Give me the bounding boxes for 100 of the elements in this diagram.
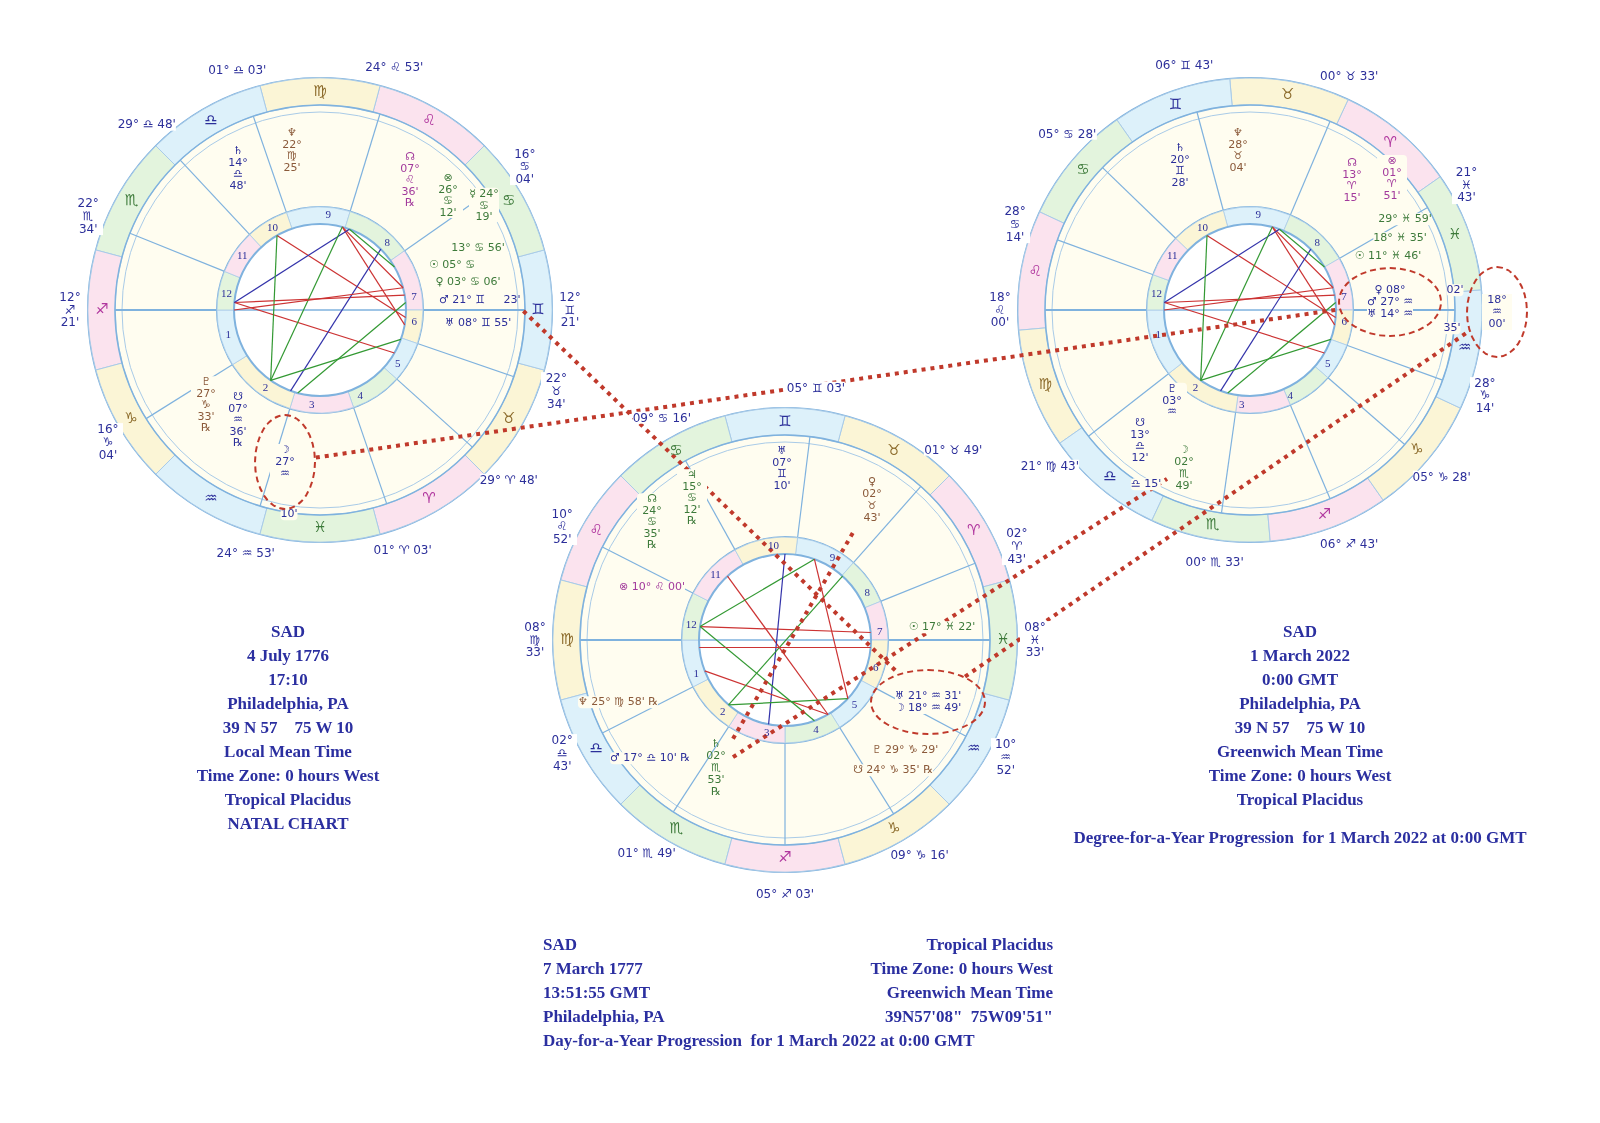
planet-position-label: ♎ 15' xyxy=(1130,478,1162,490)
cusp-degree-label: 06° ♊ 43' xyxy=(1155,58,1214,71)
cusp-degree-label: 01° ♏ 49' xyxy=(617,846,676,860)
planet-position-label: ♂ 17° ♎ 10' ℞ xyxy=(609,752,691,764)
planet-position-label: ♅ 08° ♊ 55' xyxy=(444,317,512,329)
house-number: 2 xyxy=(719,705,726,718)
cusp-degree-label: 05° ♊ 03' xyxy=(786,381,846,395)
cusp-degree-label: 24° ♒ 53' xyxy=(216,546,275,560)
zodiac-sign-glyph: ♐ xyxy=(1317,506,1332,523)
cusp-degree-label: 24° ♌ 53' xyxy=(365,60,424,74)
chart-info-text: 39N57'08" 75W09'51" xyxy=(884,1008,1053,1026)
house-number: 8 xyxy=(864,586,870,599)
zodiac-sign-glyph: ♍ xyxy=(1038,376,1052,393)
cusp-degree-label: 05° ♋ 28' xyxy=(1038,127,1097,140)
house-number: 9 xyxy=(829,551,836,564)
house-number: 7 xyxy=(876,625,883,638)
degree-label: ♀ 02° ♉ 43' xyxy=(857,467,887,533)
house-number: 10 xyxy=(267,221,278,234)
house-number: 4 xyxy=(813,724,819,736)
house-number: 1 xyxy=(225,328,231,341)
zodiac-sign-glyph: ♌ xyxy=(422,113,436,130)
chart-info-text: Philadelphia, PA xyxy=(543,1008,665,1026)
zodiac-sign-glyph: ♊ xyxy=(531,302,545,318)
cusp-degree-label: 06° ♐ 43' xyxy=(1320,537,1379,551)
house-number: 2 xyxy=(1192,382,1199,394)
planet-position-label: 13° ♋ 56' xyxy=(451,242,505,254)
planet-position-label: 10' xyxy=(280,508,298,520)
chart-info-text: Philadelphia, PA xyxy=(1239,695,1361,713)
zodiac-sign-glyph: ♎ xyxy=(589,741,603,757)
house-number: 11 xyxy=(236,249,248,262)
house-number: 2 xyxy=(262,382,269,394)
planet-position-label: ☉ 17° ♓ 22' xyxy=(908,621,976,633)
zodiac-sign-glyph: ♓ xyxy=(313,520,327,536)
planet-position-label: 29° ♓ 59' xyxy=(1378,213,1432,225)
house-number: 5 xyxy=(851,699,858,711)
zodiac-sign-glyph: ♒ xyxy=(1457,339,1472,356)
highlight-ellipse xyxy=(1338,267,1442,337)
house-number: 12 xyxy=(220,287,232,300)
house-number: 1 xyxy=(1155,328,1161,341)
house-number: 7 xyxy=(1341,291,1347,303)
planet-position-label: 18° ♓ 35' xyxy=(1373,232,1427,244)
house-number: 3 xyxy=(1238,398,1245,411)
zodiac-sign-glyph: ♍ xyxy=(313,84,327,100)
chart-info-text: SAD xyxy=(543,936,577,954)
chart-info-text: Tropical Placidus xyxy=(224,791,352,809)
cusp-degree-label: 08° ♓ 33' xyxy=(1020,621,1050,659)
zodiac-sign-glyph: ♏ xyxy=(669,820,683,837)
cusp-degree-label: 29° ♎ 48' xyxy=(117,117,176,131)
planet-position-label: ☿ 24° ♋ 19' xyxy=(469,187,499,223)
zodiac-sign-glyph: ♌ xyxy=(589,523,603,539)
zodiac-sign-glyph: ♏ xyxy=(1205,516,1219,533)
chart-info-text: NATAL CHART xyxy=(227,815,349,833)
house-number: 9 xyxy=(325,209,331,222)
degree-label: ♄ 02° ♏ 53' ℞ xyxy=(701,732,731,804)
zodiac-sign-glyph: ♑ xyxy=(1410,442,1424,458)
house-number: 5 xyxy=(1325,358,1331,371)
zodiac-sign-glyph: ♏ xyxy=(124,193,138,209)
zodiac-sign-glyph: ♎ xyxy=(1103,469,1117,485)
cusp-degree-label: 29° ♈ 48' xyxy=(479,473,538,487)
chart-info-text: 39 N 57 75 W 10 xyxy=(222,719,354,737)
zodiac-sign-glyph: ♉ xyxy=(887,443,901,460)
zodiac-sign-glyph: ♋ xyxy=(669,443,683,460)
zodiac-sign-glyph: ♓ xyxy=(996,632,1010,648)
zodiac-sign-glyph: ♈ xyxy=(422,490,436,507)
degree-label: 23' xyxy=(499,291,525,309)
zodiac-sign-glyph: ♋ xyxy=(1076,162,1090,178)
house-number: 7 xyxy=(411,291,417,303)
zodiac-sign-glyph: ♐ xyxy=(778,850,792,866)
zodiac-sign-glyph: ♊ xyxy=(778,414,792,430)
highlight-ellipse xyxy=(870,669,986,735)
degree-label: 18° ♒ 00' xyxy=(1482,293,1512,331)
house-number: 8 xyxy=(384,237,390,249)
house-number: 10 xyxy=(1197,221,1208,234)
zodiac-sign-glyph: ♓ xyxy=(1448,227,1462,244)
planet-position-label: 02' xyxy=(1446,284,1464,296)
cusp-degree-label: 05° ♐ 03' xyxy=(755,887,815,901)
zodiac-sign-glyph: ♒ xyxy=(967,741,981,757)
cusp-degree-label: 01° ♎ 03' xyxy=(208,63,267,77)
chart-info-text: 1 March 2022 xyxy=(1250,647,1350,665)
degree-label: ☽ 02° ♏ 49' xyxy=(1169,439,1199,497)
planet-position-label: 35' xyxy=(1443,322,1461,334)
chart-info-text: Greenwich Mean Time xyxy=(886,984,1053,1002)
zodiac-sign-glyph: ♊ xyxy=(1168,97,1183,113)
cusp-degree-label: 01° ♈ 03' xyxy=(373,543,432,557)
zodiac-sign-glyph: ♉ xyxy=(502,411,516,427)
planet-position-label: ☋ 24° ♑ 35' ℞ xyxy=(853,764,933,776)
zodiac-sign-glyph: ♉ xyxy=(1281,87,1295,104)
chart-info-text: Local Mean Time xyxy=(224,743,352,761)
cusp-degree-label: 00° ♏ 33' xyxy=(1185,555,1244,568)
house-number: 6 xyxy=(1341,315,1348,328)
chart-info-text: Greenwich Mean Time xyxy=(1216,743,1384,761)
house-number: 10 xyxy=(767,539,779,552)
house-number: 4 xyxy=(357,390,363,402)
planet-position-label: ☉ 11° ♓ 46' xyxy=(1354,250,1422,262)
chart-info-text: 17:10 xyxy=(268,671,308,689)
zodiac-sign-glyph: ♒ xyxy=(204,490,218,507)
zodiac-sign-glyph: ♋ xyxy=(502,193,516,209)
zodiac-sign-glyph: ♌ xyxy=(1028,264,1042,280)
chart-info-text: Time Zone: 0 hours West xyxy=(1208,767,1392,785)
house-number: 6 xyxy=(873,662,879,674)
